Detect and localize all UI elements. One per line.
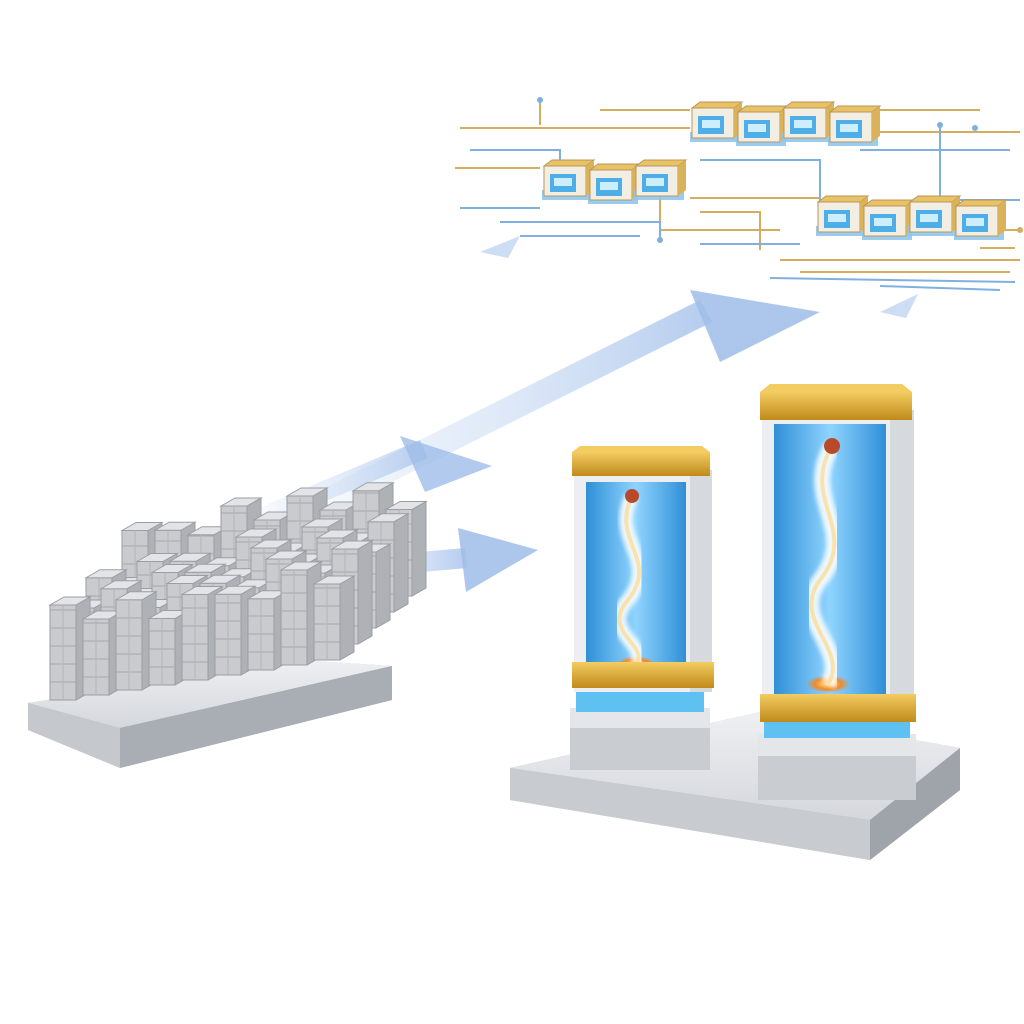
pillar-small-cap [572, 452, 710, 476]
arrow-head-pillars [458, 528, 538, 592]
circuit-module [908, 195, 962, 236]
circuit-module [588, 163, 642, 204]
circuit-module [782, 101, 836, 142]
pillar-large-cap [760, 392, 912, 420]
raw-block-array [28, 481, 428, 768]
module-group [690, 101, 882, 146]
circuit-module [954, 199, 1008, 240]
arrow-head-network [690, 290, 820, 362]
block-cluster [48, 481, 428, 701]
energy-pillars [510, 384, 960, 860]
module-group [542, 159, 688, 204]
circuit-network [455, 97, 1023, 291]
pillar-large-nozzle [824, 438, 840, 454]
pillar-small [570, 446, 714, 770]
arrow-head-mid [400, 436, 492, 492]
block [312, 575, 356, 661]
pillar-small-nozzle [625, 489, 639, 503]
arrow-hint-right [880, 294, 918, 318]
arrow-hint-left [480, 236, 520, 258]
pillar-small-band [572, 662, 714, 688]
pillar-large-band [760, 694, 916, 722]
circuit-module [542, 159, 596, 200]
module-group [816, 195, 1008, 240]
circuit-module [828, 105, 882, 146]
module-groups [542, 101, 1008, 240]
pillar-small-glow-base [576, 690, 704, 712]
circuit-module [634, 159, 688, 200]
circuit-module [816, 195, 870, 236]
circuit-module [690, 101, 744, 142]
flow-arrow-to-network [260, 290, 820, 542]
circuit-traces [455, 97, 1023, 291]
circuit-module [862, 199, 916, 240]
pillar-large [758, 384, 916, 800]
block-array-base [28, 660, 392, 768]
circuit-module [736, 105, 790, 146]
